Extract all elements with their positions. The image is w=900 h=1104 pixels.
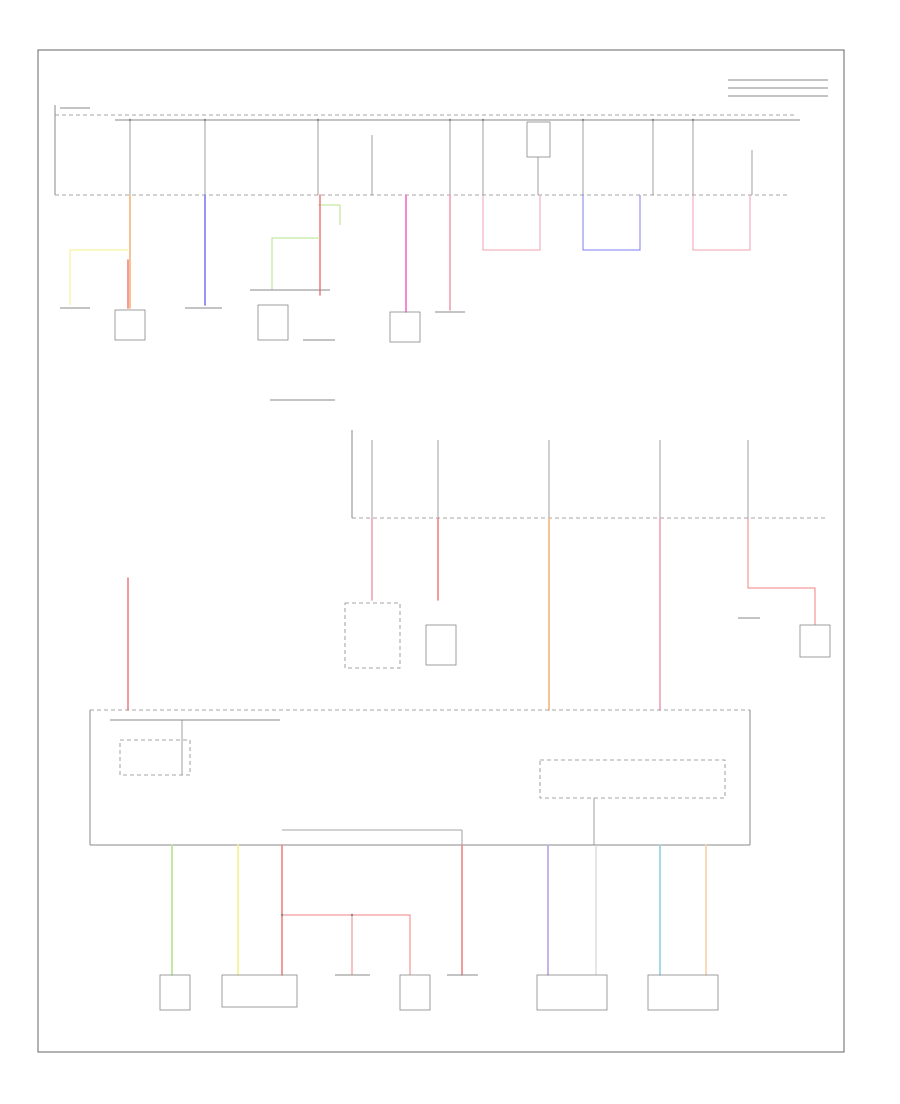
wire-red-8: [352, 914, 411, 975]
component-box-10: [647, 974, 719, 1011]
top-components: [60, 289, 465, 401]
middle-fuse-box: [351, 430, 828, 519]
module-dashed-box: [539, 759, 726, 799]
top-fuse-stubs: [129, 120, 753, 195]
component-box-1: [114, 309, 146, 341]
header-note: [728, 79, 828, 97]
top-fuse-box: [54, 105, 800, 196]
component-box-9: [536, 974, 608, 1011]
wire-green-2: [271, 237, 320, 290]
wire-red-7: [282, 914, 353, 975]
component-box-3: [389, 311, 421, 343]
component-box-2: [257, 304, 289, 341]
relay-box: [119, 739, 191, 776]
wire-pink-loop-2: [692, 195, 751, 251]
component-box-5: [799, 624, 831, 658]
wire-yellow-1: [69, 249, 128, 305]
middle-section-wires: [127, 517, 816, 711]
component-box-4: [425, 624, 457, 666]
component-box-8: [399, 974, 431, 1011]
component-box-6: [159, 974, 191, 1011]
component-dashed-1: [344, 602, 401, 669]
wire-green-1: [318, 204, 341, 225]
wire-pink-loop-1: [482, 195, 541, 251]
lower-module-box: [89, 709, 751, 846]
top-section-wires: [69, 194, 751, 313]
bus-junctions: [128, 118, 695, 917]
page-frame: [37, 49, 845, 1053]
component-box-7: [221, 974, 298, 1008]
lower-section-wires: [171, 844, 707, 976]
lower-components: [159, 974, 719, 1011]
wire-blue-loop: [582, 195, 641, 251]
middle-components: [344, 602, 831, 669]
wire-red-4: [747, 518, 816, 625]
